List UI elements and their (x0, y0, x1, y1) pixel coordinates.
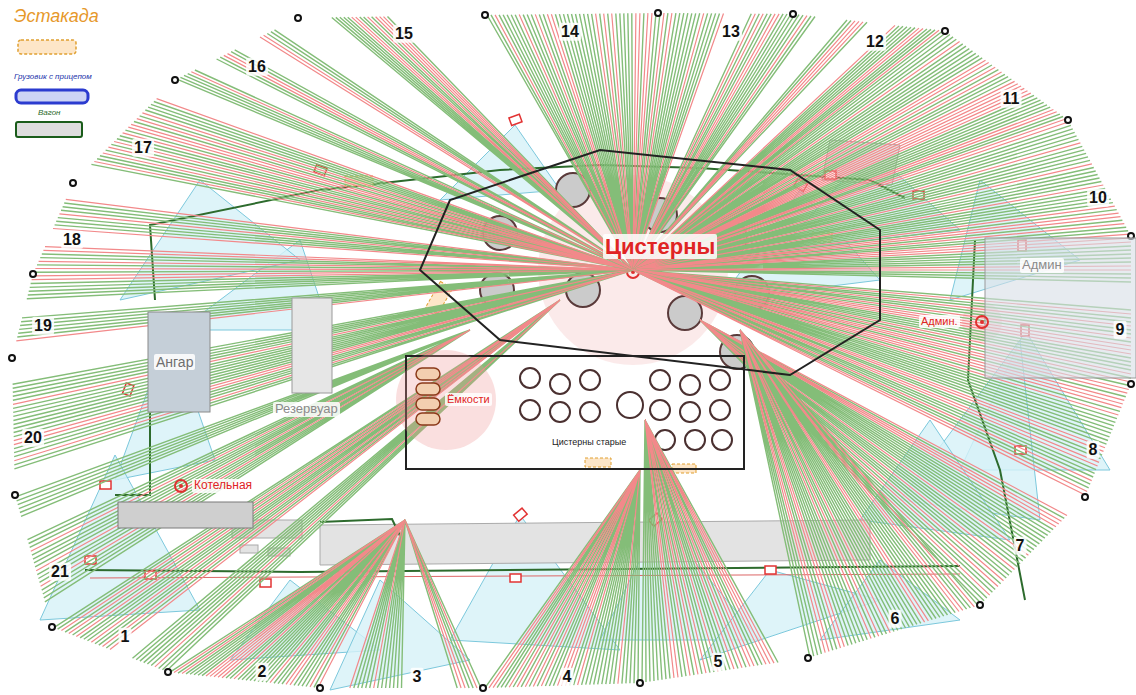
sightline-fan (642, 420, 778, 683)
callout-number: 5 (712, 653, 725, 671)
hangar-building: Ангар (148, 312, 210, 412)
callout-number: 3 (411, 668, 424, 686)
perimeter-point (1128, 381, 1134, 387)
sightline-fan (13, 270, 633, 469)
map-label: Котельная (192, 479, 254, 493)
overpass-sample (18, 40, 76, 54)
map-label: Ангар (154, 354, 195, 370)
callout-number: 13 (720, 23, 742, 41)
callout-number: 2 (256, 663, 269, 681)
perimeter-point (317, 685, 323, 691)
perimeter-point (977, 602, 983, 608)
map-label: Админ (1020, 258, 1064, 273)
sightline-fan (191, 35, 633, 270)
callout-number: 1 (119, 628, 132, 646)
admin-building: АдминАдмин. (915, 238, 1136, 378)
perimeter-point (9, 355, 15, 361)
old-tanks-zone: Цистерны старые Ёмкости (405, 355, 745, 470)
perimeter-point (655, 10, 661, 16)
perimeter-point (70, 180, 76, 186)
callout-number: 14 (559, 23, 581, 41)
perimeter-point (49, 624, 55, 630)
sightline-fan (485, 470, 640, 688)
sightline-fan (740, 330, 978, 657)
sightline-fan (645, 420, 774, 678)
perimeter-point (1082, 494, 1088, 500)
perimeter-point (805, 655, 811, 661)
old-tanks (520, 368, 732, 450)
perimeter-point (1065, 117, 1071, 123)
callout-number: 8 (1087, 441, 1100, 459)
reservoir-building: Резервуар (272, 298, 354, 423)
legend-text: Грузовик с прицепом (12, 72, 94, 81)
callout-number: 12 (864, 33, 886, 51)
perimeter-point (172, 77, 178, 83)
sightline-fan (170, 520, 405, 687)
legend-text: Вагон (36, 108, 63, 117)
callout-number: 9 (1114, 321, 1127, 339)
sightline-fan (13, 270, 633, 461)
sightline-fan (177, 30, 633, 270)
perimeter-point (295, 15, 301, 21)
map-label: Цистерны старые (550, 437, 628, 447)
callout-number: 16 (246, 58, 268, 76)
perimeter-point (30, 271, 36, 277)
truck-sample (16, 90, 88, 103)
callout-number: 10 (1087, 189, 1109, 207)
map-label: Админ. (919, 315, 960, 328)
callout-number: 20 (22, 429, 44, 447)
callout-number: 11 (1001, 90, 1022, 108)
callout-number: 18 (61, 231, 83, 249)
perimeter-point (165, 669, 171, 675)
legend-text: Эстакада (12, 6, 101, 27)
perimeter-point (12, 492, 18, 498)
callout-number: 15 (393, 25, 415, 43)
map-label: Ёмкости (445, 393, 492, 406)
sightline-fan (740, 330, 974, 653)
callout-number: 7 (1014, 537, 1027, 555)
wagon-sample (16, 122, 82, 137)
perimeter-point (942, 28, 948, 34)
tank-farm-zone-outline (420, 150, 880, 375)
map-label: Цистерны (603, 234, 717, 259)
perimeter-point (480, 685, 486, 691)
callout-number: 17 (132, 139, 154, 157)
perimeter-point (637, 680, 643, 686)
callout-number: 21 (49, 563, 71, 581)
callout-number: 4 (561, 668, 574, 686)
map-label: Резервуар (273, 402, 340, 417)
tank-farm-zone: Цистерны (420, 150, 880, 375)
sightline-fan (489, 470, 640, 688)
perimeter-point (482, 12, 488, 18)
boiler-house: Котельная (118, 476, 268, 528)
containers-zone: Ёмкости (397, 348, 495, 452)
callout-number: 19 (32, 317, 54, 335)
callout-number: 6 (889, 610, 902, 628)
perimeter-point (790, 11, 796, 17)
road-edge (90, 574, 960, 578)
